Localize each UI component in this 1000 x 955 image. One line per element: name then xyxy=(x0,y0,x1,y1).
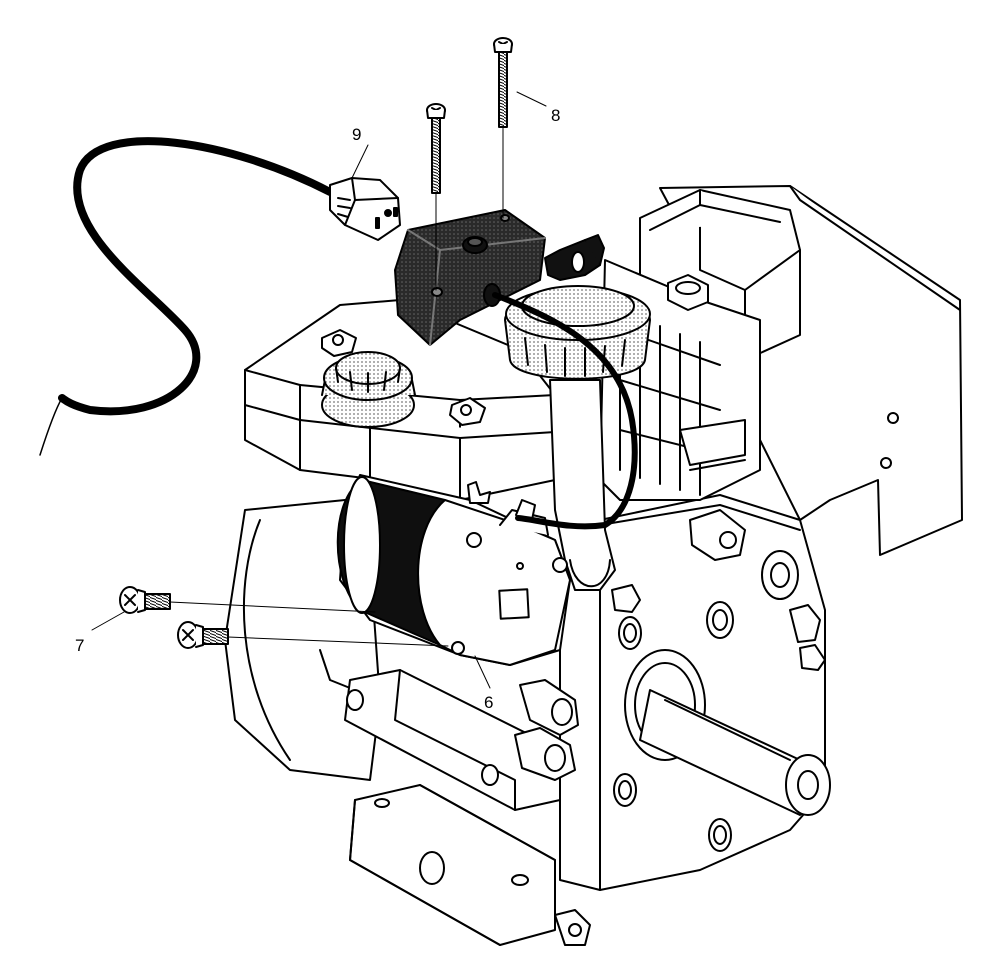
tank-bolts xyxy=(321,329,486,426)
crankshaft xyxy=(624,649,831,816)
callout-8: 8 xyxy=(551,106,561,125)
oil-fill-tube xyxy=(549,379,616,591)
mounting-arm xyxy=(344,669,561,811)
starter-cable xyxy=(492,234,638,530)
fuel-cap xyxy=(321,351,416,428)
screw-short xyxy=(426,103,446,291)
head-bolt xyxy=(667,274,709,311)
mounting-base xyxy=(349,784,556,946)
callout-6: 6 xyxy=(484,693,494,712)
callout-7: 7 xyxy=(75,636,85,655)
starter-bolt-upper xyxy=(119,586,376,614)
crankcase-side-bolts xyxy=(611,509,826,671)
power-cord xyxy=(39,137,334,456)
oil-cap xyxy=(504,285,651,380)
starter-motor xyxy=(336,474,571,666)
power-plug xyxy=(329,177,401,241)
callout-9: 9 xyxy=(352,125,362,144)
crankcase-bolt-holes xyxy=(613,550,799,852)
starter-bolt-lower xyxy=(177,621,449,649)
base-bolts xyxy=(514,679,591,946)
screw-long xyxy=(493,37,513,219)
leader-lines xyxy=(91,91,547,689)
